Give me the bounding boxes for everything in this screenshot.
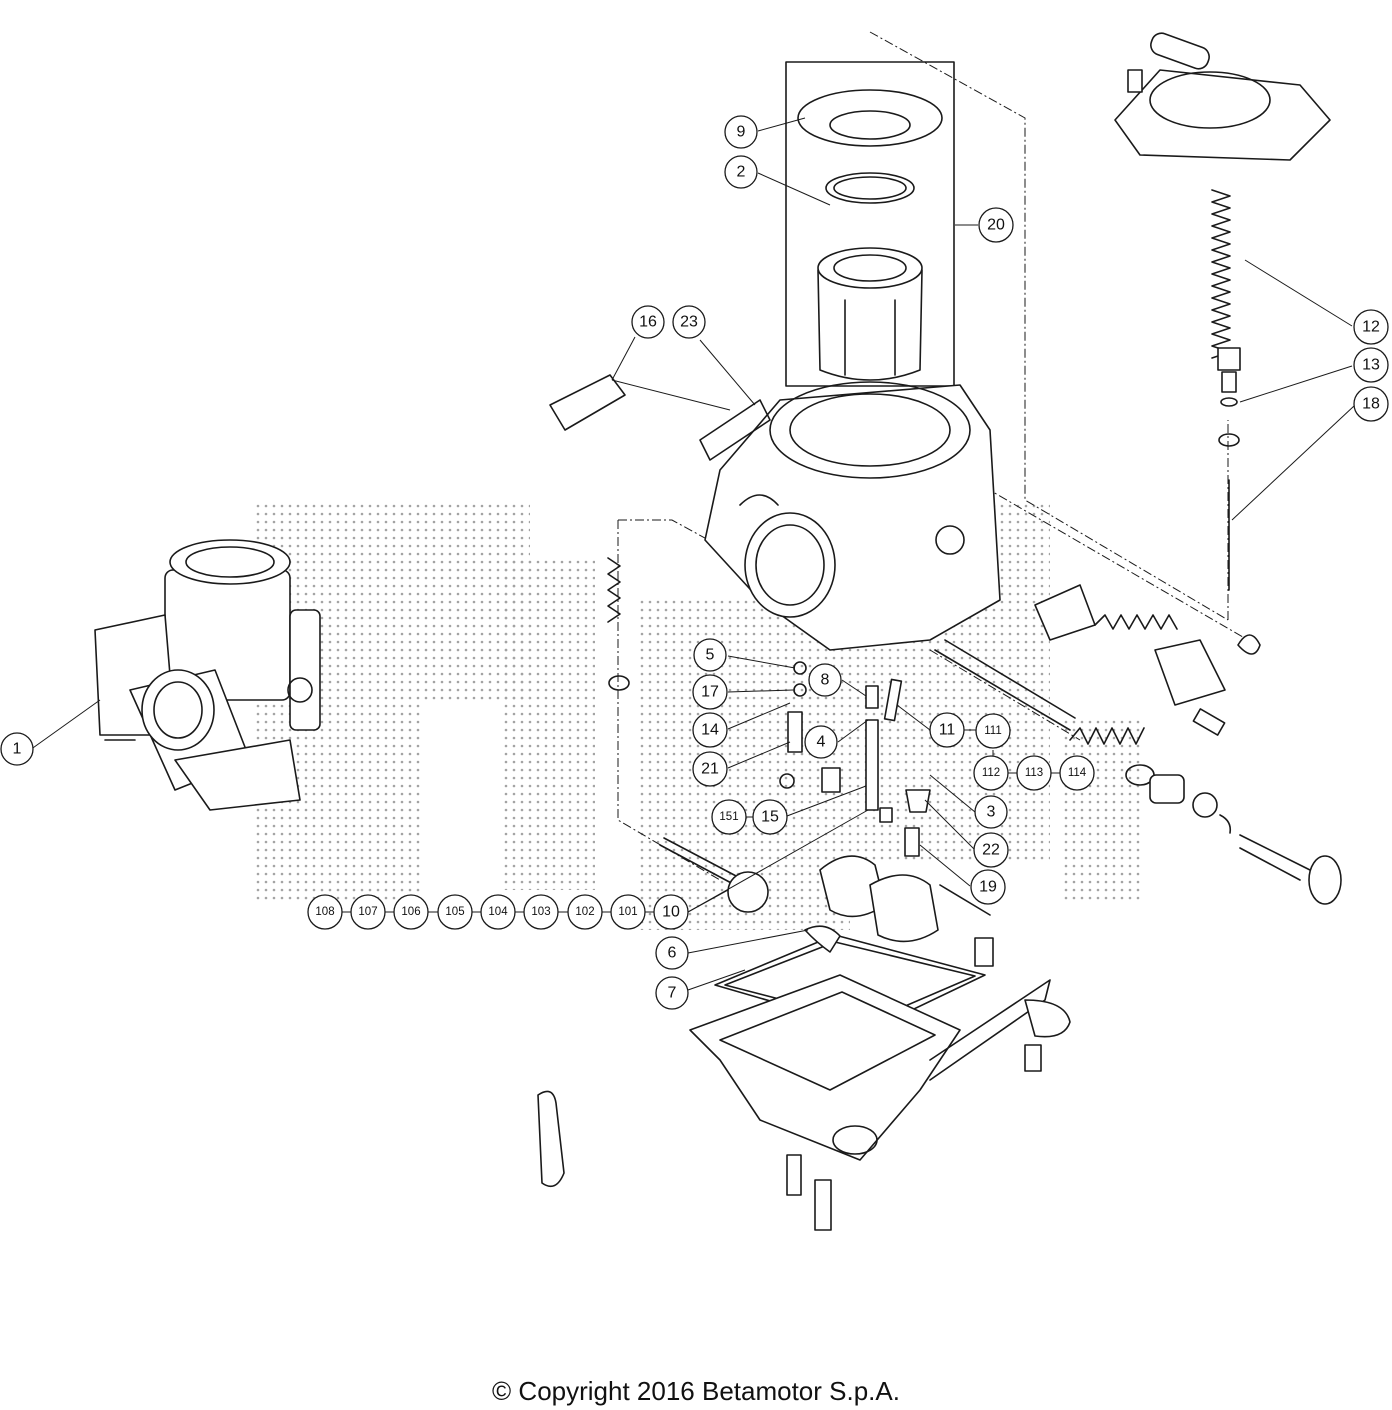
callout-105: 105 xyxy=(437,894,473,930)
slide-piston-stack-drawing xyxy=(785,61,955,387)
callout-106: 106 xyxy=(393,894,429,930)
svg-text:108: 108 xyxy=(315,906,334,918)
svg-text:13: 13 xyxy=(1362,357,1380,374)
callout-3: 3 xyxy=(974,795,1008,829)
callout-11: 11 xyxy=(929,712,965,748)
callout-4: 4 xyxy=(804,725,838,759)
svg-text:17: 17 xyxy=(701,684,719,701)
right-side-parts-drawing xyxy=(934,584,1342,905)
callout-113: 113 xyxy=(1016,755,1052,791)
svg-text:11: 11 xyxy=(939,722,956,739)
svg-text:101: 101 xyxy=(618,906,637,918)
svg-text:1: 1 xyxy=(13,741,22,758)
complete-carburetor-drawing xyxy=(94,539,321,811)
svg-text:151: 151 xyxy=(719,811,738,823)
svg-text:106: 106 xyxy=(401,906,420,918)
callout-114: 114 xyxy=(1059,755,1095,791)
leader-lines xyxy=(29,117,1355,991)
callout-10: 10 xyxy=(653,894,689,930)
jets-and-pilot-parts-drawing xyxy=(607,557,994,967)
watermark-dots xyxy=(255,500,1140,930)
svg-text:107: 107 xyxy=(358,906,377,918)
svg-text:2: 2 xyxy=(737,164,746,181)
svg-text:7: 7 xyxy=(668,985,677,1002)
svg-text:105: 105 xyxy=(445,906,464,918)
svg-text:5: 5 xyxy=(706,647,715,664)
svg-text:16: 16 xyxy=(639,314,657,331)
copyright-notice: © Copyright 2016 Betamotor S.p.A. xyxy=(492,1376,900,1406)
callout-108: 108 xyxy=(307,894,343,930)
callout-16: 16 xyxy=(631,305,665,339)
svg-text:10: 10 xyxy=(662,904,680,921)
svg-text:14: 14 xyxy=(701,722,719,739)
svg-text:21: 21 xyxy=(701,761,719,778)
callout-7: 7 xyxy=(655,976,689,1010)
callout-9: 9 xyxy=(724,115,758,149)
top-cover-spring-needle-drawing xyxy=(1114,32,1331,591)
svg-text:23: 23 xyxy=(680,314,698,331)
svg-text:104: 104 xyxy=(488,906,508,918)
callout-19: 19 xyxy=(970,869,1006,905)
callout-2: 2 xyxy=(724,155,758,189)
callout-18: 18 xyxy=(1353,386,1389,422)
callout-21: 21 xyxy=(692,751,728,787)
callout-151: 151 xyxy=(711,799,747,835)
svg-text:12: 12 xyxy=(1362,319,1380,336)
svg-text:4: 4 xyxy=(817,734,826,751)
callout-111: 111 xyxy=(975,713,1011,749)
svg-text:102: 102 xyxy=(575,906,594,918)
float-bowl-and-gasket-drawing xyxy=(537,925,1071,1231)
callout-103: 103 xyxy=(523,894,559,930)
svg-text:20: 20 xyxy=(987,217,1005,234)
callout-107: 107 xyxy=(350,894,386,930)
svg-text:114: 114 xyxy=(1068,767,1087,779)
callout-102: 102 xyxy=(567,894,603,930)
callout-1: 1 xyxy=(0,732,34,766)
svg-text:9: 9 xyxy=(737,124,746,141)
callout-20: 20 xyxy=(978,207,1014,243)
callout-6: 6 xyxy=(655,936,689,970)
callout-12: 12 xyxy=(1353,309,1389,345)
callout-15: 15 xyxy=(752,799,788,835)
svg-text:15: 15 xyxy=(761,809,779,826)
svg-text:19: 19 xyxy=(979,879,997,896)
callout-17: 17 xyxy=(692,674,728,710)
svg-text:103: 103 xyxy=(531,906,550,918)
svg-text:18: 18 xyxy=(1362,396,1380,413)
callout-8: 8 xyxy=(808,663,842,697)
svg-text:112: 112 xyxy=(982,767,1000,779)
exploded-carburetor-diagram: 1 9 2 20 16 23 12 13 18 5 17 14 21 8 4 1… xyxy=(0,31,1389,1231)
svg-text:6: 6 xyxy=(668,945,677,962)
callout-22: 22 xyxy=(973,832,1009,868)
svg-text:22: 22 xyxy=(982,842,1000,859)
svg-text:8: 8 xyxy=(821,672,830,689)
callout-13: 13 xyxy=(1353,347,1389,383)
svg-text:113: 113 xyxy=(1025,767,1043,779)
callout-5: 5 xyxy=(693,638,727,672)
callout-104: 104 xyxy=(480,894,516,930)
callout-101: 101 xyxy=(610,894,646,930)
svg-text:3: 3 xyxy=(987,804,996,821)
callout-14: 14 xyxy=(692,712,728,748)
callout-23: 23 xyxy=(672,305,706,339)
callout-labels: 1 9 2 20 16 23 12 13 18 5 17 14 21 8 4 1… xyxy=(0,115,1389,1010)
svg-text:111: 111 xyxy=(984,725,1001,737)
callout-112: 112 xyxy=(973,755,1009,791)
carburetor-body-drawing xyxy=(549,374,1001,651)
